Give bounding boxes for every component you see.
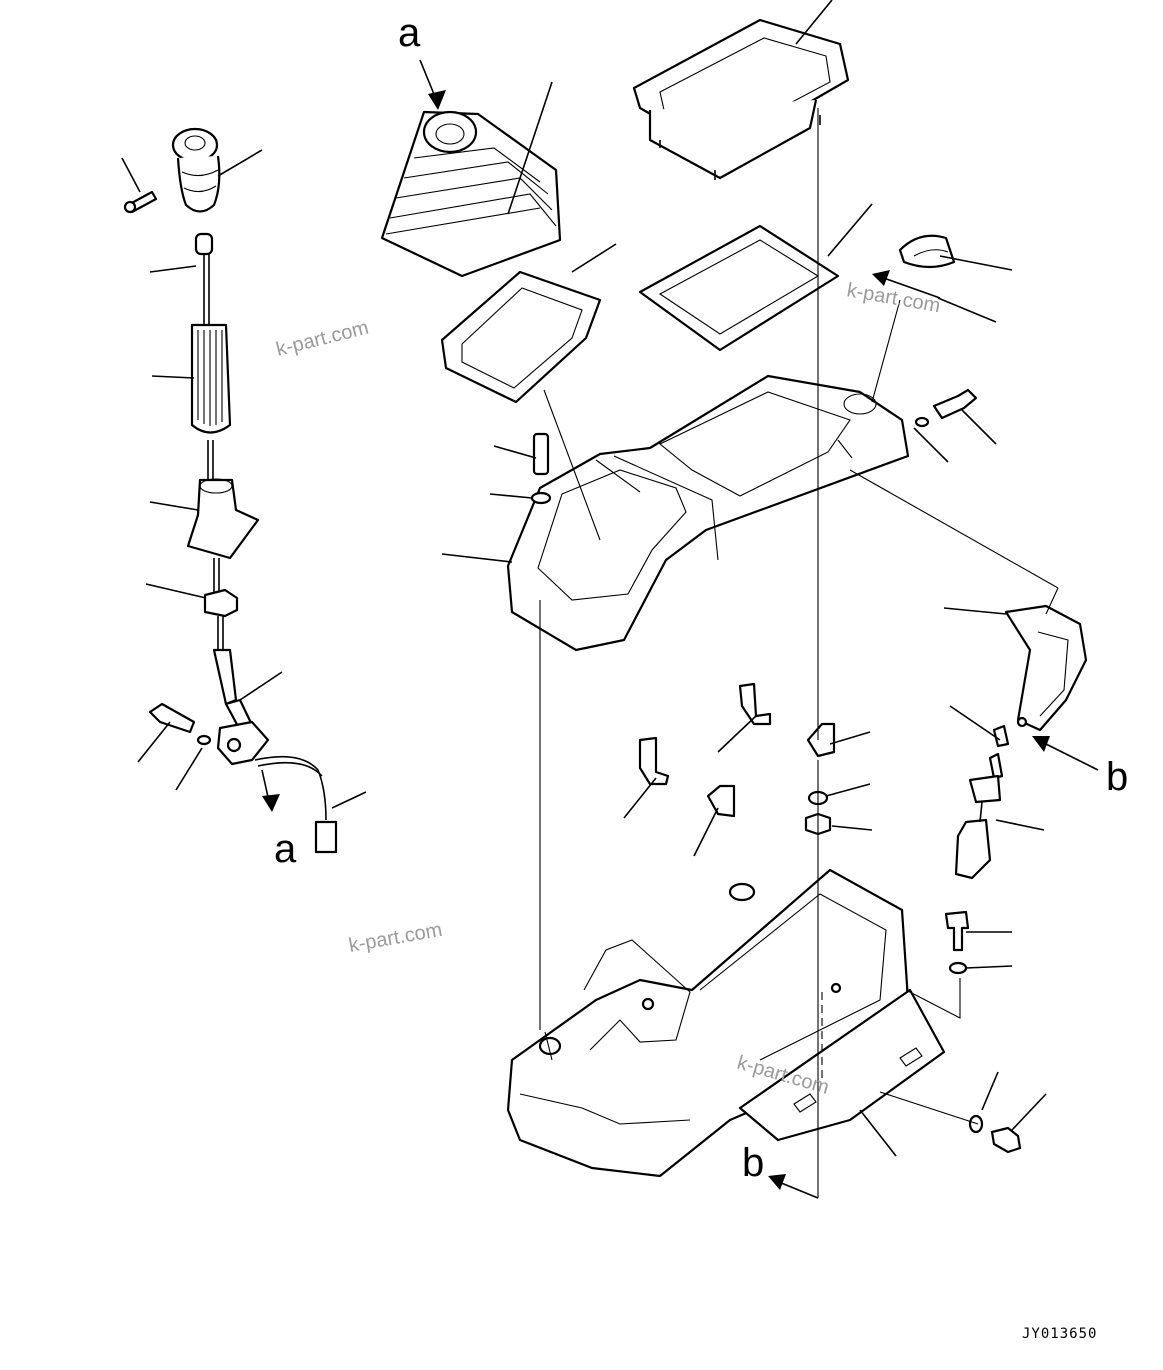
lever-knob-assembly xyxy=(123,127,338,854)
boot-frame xyxy=(440,270,602,404)
bolt-upper-right xyxy=(914,388,978,428)
watermark: k-part.com xyxy=(274,317,371,361)
bolts-lower-right xyxy=(944,910,1022,1154)
console-cover xyxy=(506,374,910,652)
reference-label-b-bottom: b xyxy=(742,1141,764,1185)
arrow-a-bottom-head xyxy=(262,794,280,812)
monitor-frame xyxy=(638,224,840,352)
clips xyxy=(638,682,836,818)
watermark: k-part.com xyxy=(347,919,444,957)
reference-label-a-top: a xyxy=(398,11,421,55)
cover-bolt xyxy=(530,432,552,505)
cap xyxy=(898,234,956,269)
leader-lines xyxy=(121,0,1059,1198)
reference-label-a-bottom: a xyxy=(274,827,297,871)
base-plate xyxy=(738,988,946,1142)
arrow-b-bottom-head xyxy=(768,1174,786,1190)
monitor xyxy=(632,18,850,180)
rubber-boot xyxy=(380,110,562,278)
side-bracket xyxy=(992,604,1088,748)
switch-connector xyxy=(954,752,1004,880)
base-housing xyxy=(506,868,910,1178)
arrow-b-right-head xyxy=(1032,736,1050,752)
direction-arrows xyxy=(261,59,1099,1199)
reference-label-b-right: b xyxy=(1106,755,1128,799)
arrow-a-top-head xyxy=(428,90,446,110)
arrow-cap-head xyxy=(872,270,890,286)
watermark: k-part.com xyxy=(845,279,942,317)
drawing-code: JY013650 xyxy=(1022,1326,1097,1342)
